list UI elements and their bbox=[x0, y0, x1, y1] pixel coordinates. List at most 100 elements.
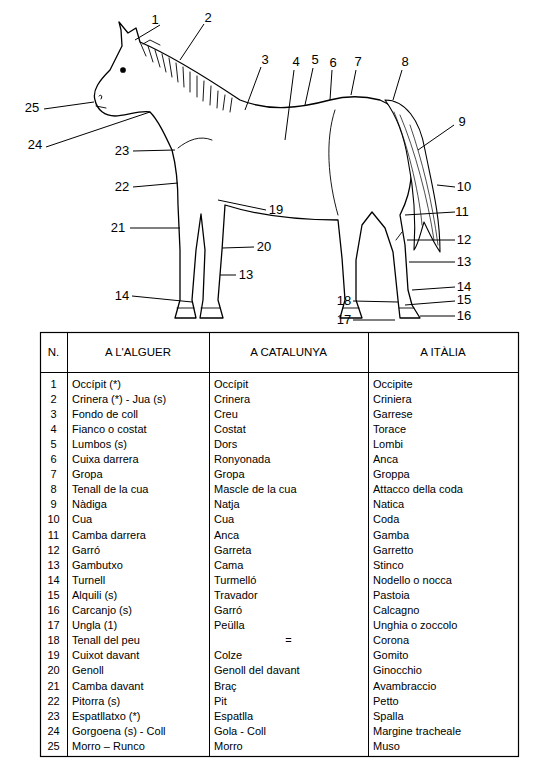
table-cell: Nodello o nocca bbox=[373, 574, 452, 586]
table-cell: Unghia o zoccolo bbox=[373, 619, 457, 631]
callout-number: 7 bbox=[354, 55, 361, 69]
callout-number: 13 bbox=[239, 268, 253, 282]
table-cell: Garreta bbox=[214, 544, 251, 556]
table-cell: Genoll del davant bbox=[214, 664, 300, 676]
table-cell: 24 bbox=[47, 725, 59, 737]
tail-strands bbox=[394, 112, 438, 245]
table-cell: Cuixa darrera bbox=[72, 453, 139, 465]
table-cell: Gorgoena (s) - Coll bbox=[72, 725, 166, 737]
table-cell: Crinera bbox=[214, 393, 250, 405]
callout-number: 13 bbox=[457, 255, 471, 269]
table-cell: 6 bbox=[50, 453, 56, 465]
table-cell: 9 bbox=[50, 498, 56, 510]
table-cell: Gomito bbox=[373, 649, 408, 661]
callout-number: 12 bbox=[457, 233, 471, 247]
table-cell: = bbox=[285, 634, 291, 646]
table-cell: 10 bbox=[47, 513, 59, 525]
hoof-lines bbox=[177, 308, 414, 309]
table-cell: Occípit (*) bbox=[72, 378, 121, 390]
callout-number: 15 bbox=[457, 293, 471, 307]
table-cell: Camba darrera bbox=[72, 529, 146, 541]
table-cell: Tenall de la cua bbox=[72, 483, 148, 495]
tail bbox=[385, 100, 440, 252]
horse-outline bbox=[94, 22, 420, 318]
table-cell: Gamba bbox=[373, 529, 409, 541]
table-cell: Occipite bbox=[373, 378, 413, 390]
table-cell: Calcagno bbox=[373, 604, 419, 616]
callout-number: 9 bbox=[458, 115, 465, 129]
table-cell: Nàdiga bbox=[72, 498, 107, 510]
table-cell: 25 bbox=[47, 740, 59, 752]
table-cell: Pit bbox=[214, 695, 227, 707]
table-cell: Fianco o costat bbox=[72, 423, 147, 435]
callout-number: 2 bbox=[204, 11, 211, 25]
table-cell: Espatlla bbox=[214, 710, 253, 722]
table-cell: Muso bbox=[373, 740, 400, 752]
table-cell: Morro bbox=[214, 740, 243, 752]
flank-line bbox=[329, 110, 338, 215]
table-cell: Gropa bbox=[72, 468, 103, 480]
table-header: N. bbox=[48, 346, 60, 359]
table-header: A L'ALGUER bbox=[105, 346, 171, 359]
table-cell: Gambutxo bbox=[72, 559, 123, 571]
table-cell: 11 bbox=[48, 529, 59, 541]
table-cell: Cuixot davant bbox=[72, 649, 139, 661]
table-cell: 15 bbox=[47, 589, 59, 601]
table-cell: Garrese bbox=[373, 408, 413, 420]
table-cell: 22 bbox=[47, 695, 59, 707]
table-cell: Natja bbox=[214, 498, 240, 510]
callout-number: 8 bbox=[401, 55, 408, 69]
callout-number: 5 bbox=[311, 53, 318, 67]
table-cell: Natica bbox=[373, 498, 404, 510]
table-cell: Lumbos (s) bbox=[72, 438, 127, 450]
table-cell: Creu bbox=[214, 408, 238, 420]
table-cell: Colze bbox=[214, 649, 242, 661]
table-cell: Genoll bbox=[72, 664, 104, 676]
table-cell: Avambraccio bbox=[373, 680, 436, 692]
table-cell: Anca bbox=[373, 453, 398, 465]
table-grid bbox=[40, 332, 519, 757]
callout-number: 25 bbox=[25, 101, 39, 115]
table-cell: Turnell bbox=[72, 574, 105, 586]
table-cell: Alquili (s) bbox=[72, 589, 117, 601]
callout-number: 3 bbox=[261, 53, 268, 67]
table-cell: Ginocchio bbox=[373, 664, 422, 676]
callout-number: 1 bbox=[151, 13, 158, 27]
table-cell: Mascle de la cua bbox=[214, 483, 297, 495]
mouth bbox=[96, 106, 106, 108]
callout-number: 23 bbox=[115, 144, 129, 158]
table-cell: Espatllatxo (*) bbox=[72, 710, 140, 722]
table-cell: Ronyonada bbox=[214, 453, 270, 465]
callout-number: 18 bbox=[337, 294, 351, 308]
table-header: A CATALUNYA bbox=[250, 346, 327, 359]
table-cell: 8 bbox=[50, 483, 56, 495]
table-cell: 23 bbox=[47, 710, 59, 722]
table-cell: Cua bbox=[72, 513, 92, 525]
table-cell: 4 bbox=[50, 423, 56, 435]
table-header: A ITÀLIA bbox=[420, 346, 465, 359]
table-cell: Costat bbox=[214, 423, 246, 435]
callout-number: 10 bbox=[457, 180, 471, 194]
callout-number: 16 bbox=[457, 309, 471, 323]
table-cell: 7 bbox=[50, 468, 56, 480]
table-cell: Crinera (*) - Jua (s) bbox=[72, 393, 166, 405]
table-cell: Dors bbox=[214, 438, 237, 450]
table-cell: Garretto bbox=[373, 544, 413, 556]
callout-number: 22 bbox=[115, 180, 129, 194]
table-cell: Pitorra (s) bbox=[72, 695, 120, 707]
callout-number: 11 bbox=[455, 205, 469, 219]
callout-number: 6 bbox=[329, 56, 336, 70]
table-cell: 16 bbox=[47, 604, 59, 616]
callout-number: 20 bbox=[257, 240, 271, 254]
table-cell: 12 bbox=[47, 544, 59, 556]
table-cell: 18 bbox=[47, 634, 59, 646]
table-cell: Occípit bbox=[214, 378, 248, 390]
callout-number: 17 bbox=[337, 313, 351, 327]
table-cell: Tenall del peu bbox=[72, 634, 140, 646]
table-cell: 2 bbox=[50, 393, 56, 405]
hock-line bbox=[396, 232, 402, 240]
leader-lines bbox=[44, 24, 455, 320]
table-cell: 20 bbox=[47, 664, 59, 676]
table-cell: Cua bbox=[214, 513, 234, 525]
callout-number: 21 bbox=[111, 221, 125, 235]
